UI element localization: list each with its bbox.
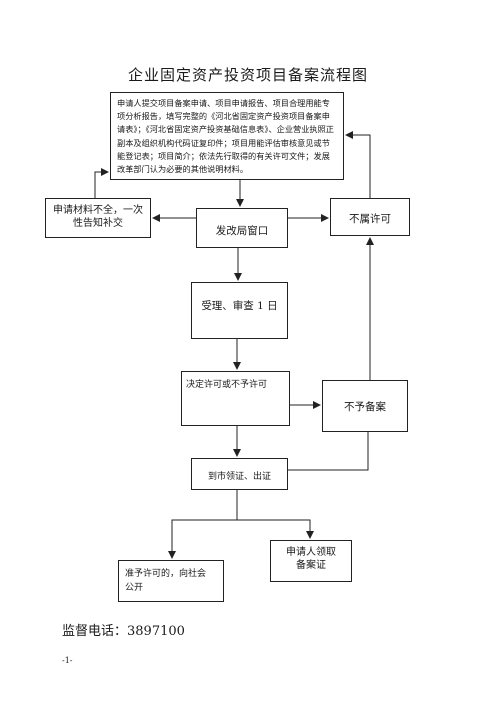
- collect-certificate-label: 到市领证、出证: [207, 472, 271, 482]
- connector-incomplete-to-main: [94, 168, 109, 198]
- collect-certificate-box: 到市领证、出证: [191, 458, 288, 490]
- decision-label: 决定许可或不予许可: [186, 380, 268, 390]
- incomplete-materials-line1: 申请材料不全，一次: [53, 205, 143, 216]
- page-number: -1-: [62, 656, 73, 665]
- public-notice-line1: 准予许可的，向社会: [125, 569, 207, 579]
- applicant-receive-line2: 备案证: [296, 560, 326, 571]
- not-permit-box: 不属许可: [330, 198, 410, 236]
- decision-box: 决定许可或不予许可: [181, 371, 290, 426]
- application-materials-box: 申请人提交项目备案申请、项目申请报告、项目合理用能专项分析报告，填写完整的《河北…: [110, 92, 344, 180]
- no-record-label: 不予备案: [344, 401, 386, 413]
- bureau-window-label: 发改局窗口: [215, 225, 269, 237]
- connector-nofile-to-collect: [288, 432, 369, 471]
- no-record-box: 不予备案: [322, 380, 408, 432]
- connector-notpermit-to-main: [345, 131, 371, 198]
- supervision-phone: 监督电话：3897100: [62, 624, 185, 639]
- incomplete-materials-line2: 性告知补交: [73, 218, 123, 229]
- applicant-receive-line1: 申请人领取: [286, 547, 336, 558]
- not-permit-label: 不属许可: [349, 213, 391, 225]
- connector-collect-to-public: [168, 519, 237, 559]
- public-notice-box: 准予许可的，向社会 公开: [118, 560, 224, 602]
- page-title: 企业固定资产投资项目备案流程图: [127, 66, 368, 84]
- bureau-window-box: 发改局窗口: [196, 208, 288, 248]
- accept-review-box: 受理、审查 1 日: [191, 282, 288, 339]
- application-materials-text: 申请人提交项目备案申请、项目申请报告、项目合理用能专项分析报告，填写完整的《河北…: [117, 98, 334, 175]
- public-notice-line2: 公开: [125, 583, 144, 593]
- applicant-receive-box: 申请人领取 备案证: [270, 540, 352, 582]
- connector-collect-to-applicant: [237, 519, 314, 539]
- incomplete-materials-box: 申请材料不全，一次 性告知补交: [45, 198, 151, 238]
- accept-review-label: 受理、审查 1 日: [201, 300, 278, 312]
